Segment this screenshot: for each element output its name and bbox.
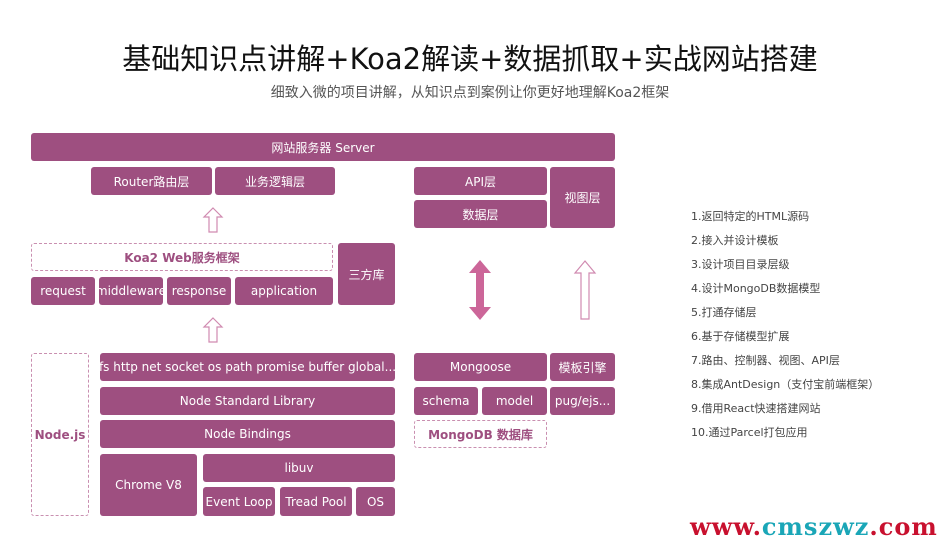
- watermark: www.cmszwz.com: [690, 512, 938, 541]
- view-block: 视图层: [550, 167, 615, 228]
- request-block: request: [31, 277, 95, 305]
- koa-framework-box: Koa2 Web服务框架: [31, 243, 333, 271]
- template-engine-block: 模板引擎: [550, 353, 615, 381]
- bindings-block: Node Bindings: [100, 420, 395, 448]
- list-item: 8.集成AntDesign（支付宝前端框架）: [691, 378, 880, 391]
- list-item: 9.借用React快速搭建网站: [691, 402, 821, 415]
- page-title: 基础知识点讲解+Koa2解读+数据抓取+实战网站搭建: [122, 42, 818, 76]
- api-block: API层: [414, 167, 547, 195]
- application-block: application: [235, 277, 333, 305]
- data-block: 数据层: [414, 200, 547, 228]
- modules-block: fs http net socket os path promise buffe…: [99, 353, 396, 381]
- libuv-block: libuv: [203, 454, 395, 482]
- list-item: 10.通过Parcel打包应用: [691, 426, 808, 439]
- list-item: 1.返回特定的HTML源码: [691, 210, 810, 223]
- page-subtitle: 细致入微的项目讲解，从知识点到案例让你更好地理解Koa2框架: [270, 85, 670, 101]
- threadpool-block: Tread Pool: [280, 487, 352, 516]
- list-item: 5.打通存储层: [691, 306, 757, 319]
- logic-block: 业务逻辑层: [215, 167, 335, 195]
- feature-list: 1.返回特定的HTML源码 2.接入并设计模板 3.设计项目目录层级 4.设计M…: [691, 205, 879, 445]
- pug-block: pug/ejs...: [550, 387, 615, 415]
- schema-block: schema: [414, 387, 478, 415]
- up-arrow-icon: [202, 317, 224, 343]
- list-item: 2.接入并设计模板: [691, 234, 779, 247]
- nodejs-box: Node.js: [31, 353, 89, 516]
- up-arrow-icon: [573, 260, 597, 320]
- os-block: OS: [356, 487, 395, 516]
- list-item: 7.路由、控制器、视图、API层: [691, 354, 840, 367]
- mongodb-box: MongoDB 数据库: [414, 420, 547, 448]
- third-party-block: 三方库: [338, 243, 395, 305]
- response-block: response: [167, 277, 231, 305]
- up-arrow-icon: [202, 207, 224, 233]
- double-arrow-icon: [469, 260, 491, 320]
- list-item: 4.设计MongoDB数据模型: [691, 282, 821, 295]
- stdlib-block: Node Standard Library: [100, 387, 395, 415]
- model-block: model: [482, 387, 547, 415]
- v8-block: Chrome V8: [100, 454, 197, 516]
- list-item: 6.基于存储模型扩展: [691, 330, 790, 343]
- eventloop-block: Event Loop: [203, 487, 275, 516]
- server-block: 网站服务器 Server: [31, 133, 615, 161]
- router-block: Router路由层: [91, 167, 212, 195]
- list-item: 3.设计项目目录层级: [691, 258, 790, 271]
- middleware-block: middleware: [96, 277, 166, 305]
- mongoose-block: Mongoose: [414, 353, 547, 381]
